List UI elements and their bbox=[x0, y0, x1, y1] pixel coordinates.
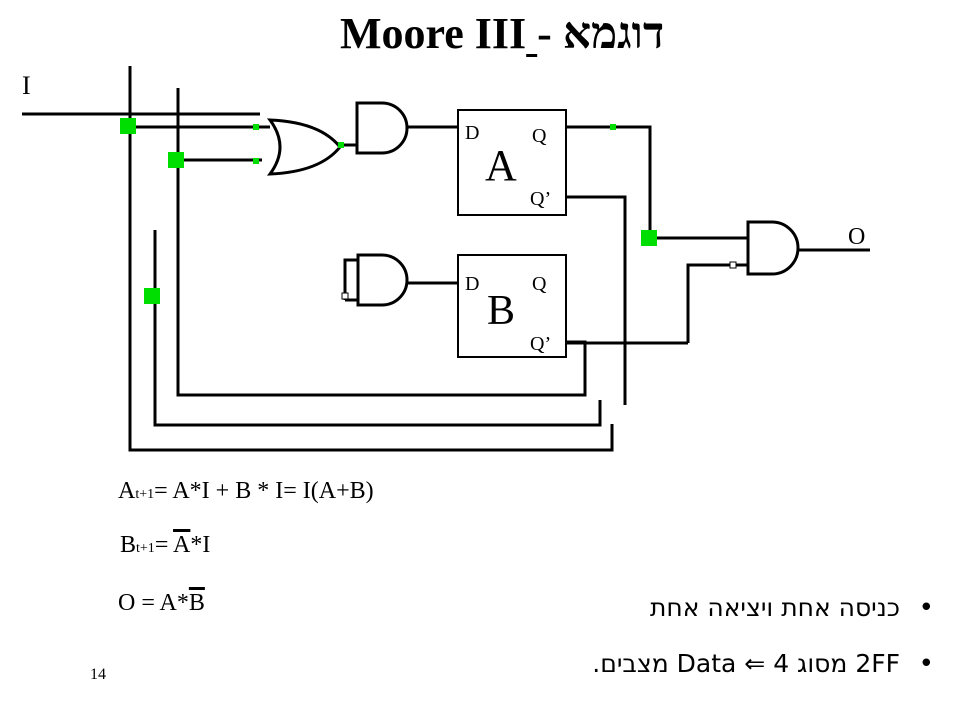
flipflop-b bbox=[457, 254, 567, 358]
and-gate-b bbox=[356, 253, 409, 307]
bullet-item: • כניסה אחת ויציאה אחת bbox=[400, 586, 934, 642]
ff-b-d-label: D bbox=[465, 273, 479, 295]
and-gate-output bbox=[746, 220, 800, 276]
junction-marker bbox=[641, 230, 657, 246]
junction-marker bbox=[253, 158, 259, 164]
input-label: I bbox=[22, 71, 31, 100]
title-hebrew: דוגמא - bbox=[537, 9, 665, 58]
ff-a-qbar-label: Q’ bbox=[530, 188, 551, 210]
equation-a-next: At+1= A*I + B * I= I(A+B) bbox=[118, 478, 374, 504]
junction-marker bbox=[168, 152, 184, 168]
ff-b-qbar-label: Q’ bbox=[530, 333, 551, 355]
junction-marker bbox=[253, 124, 259, 130]
flipflop-a bbox=[457, 109, 567, 216]
ff-a-name: A bbox=[485, 141, 517, 190]
or-gate bbox=[266, 118, 342, 176]
page-number: 14 bbox=[90, 666, 106, 683]
junction-marker bbox=[144, 288, 160, 304]
junction-marker bbox=[610, 124, 616, 130]
output-label: O bbox=[848, 224, 865, 250]
qbar-a-wire bbox=[566, 195, 627, 405]
bullet-list: • כניסה אחת ויציאה אחת • 2FF מסוג Data ⇐… bbox=[400, 586, 934, 698]
ff-a-q-label: Q bbox=[532, 125, 547, 147]
bullet-dot-icon: • bbox=[918, 649, 934, 679]
feedback-wire-outer bbox=[128, 66, 614, 452]
qa-wire bbox=[566, 125, 748, 240]
and-gate-a bbox=[355, 101, 409, 155]
b-bar: B bbox=[188, 590, 205, 616]
bullet-dot-icon: • bbox=[918, 593, 934, 623]
ff-b-q-label: Q bbox=[532, 273, 547, 295]
junction-marker bbox=[338, 142, 344, 148]
feedback-wire-3 bbox=[153, 230, 602, 427]
a-bar: A bbox=[173, 532, 191, 558]
equation-output: O = A*B bbox=[118, 590, 205, 616]
bullet-item: • 2FF מסוג Data ⇐ 4 מצבים. bbox=[400, 642, 934, 698]
slide-title: Moore III דוגמא - bbox=[340, 8, 740, 64]
left-double-arrow-icon: ⇐ bbox=[744, 649, 766, 678]
title-latin: Moore III bbox=[340, 9, 527, 58]
ff-a-d-label: D bbox=[465, 122, 479, 144]
ff-b-name: B bbox=[487, 288, 515, 334]
equation-b-next: Bt+1= A*I bbox=[120, 532, 211, 558]
junction-marker bbox=[120, 118, 136, 134]
